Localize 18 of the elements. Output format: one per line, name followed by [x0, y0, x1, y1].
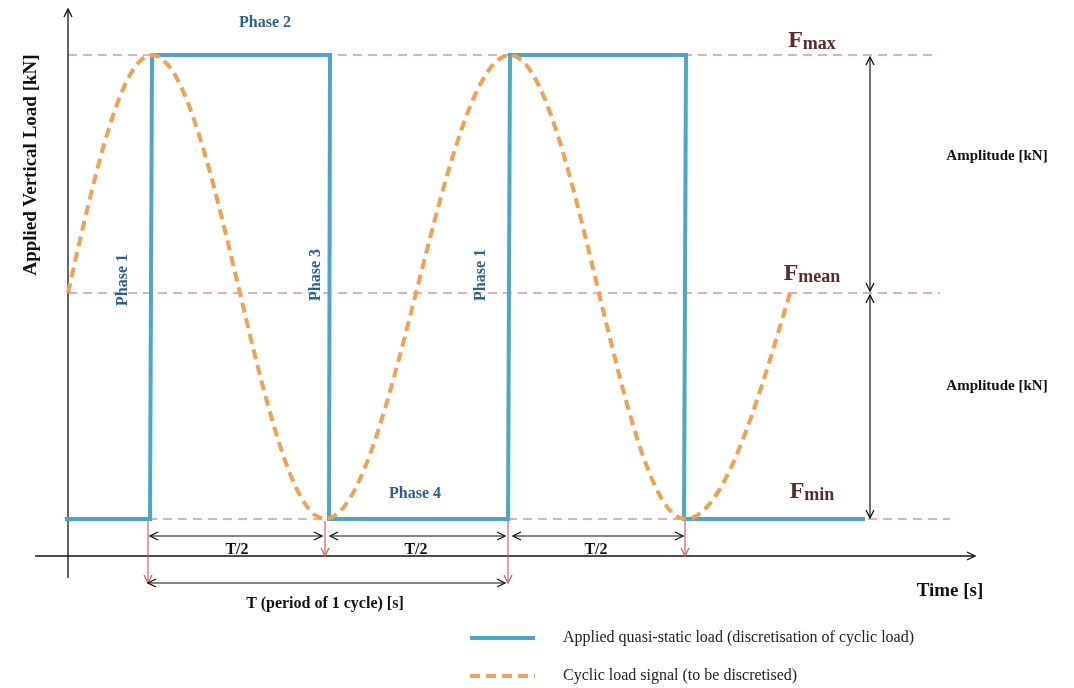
axis-title: Applied Vertical Load [kN]: [19, 54, 41, 276]
dimension-label: T/2: [584, 540, 608, 558]
phase-label: Phase 1: [113, 254, 131, 306]
level-label: F$_{max}$: [788, 25, 836, 55]
level-label: F$_{mean}$: [783, 258, 841, 288]
legend-text: Applied quasi-static load (discretisation of cyclic load): [563, 628, 914, 646]
axis-title: Time [s]: [916, 579, 984, 601]
amplitude-label: Amplitude [kN]: [946, 376, 1048, 394]
dimension-label: T (period of 1 cycle) [s]: [246, 594, 404, 612]
dimension-label: T/2: [225, 540, 249, 558]
phase-label: Phase 1: [471, 249, 489, 301]
amplitude-label: Amplitude [kN]: [946, 146, 1048, 164]
level-label: F$_{min}$: [789, 476, 835, 506]
legend-text: Cyclic load signal (to be discretised): [563, 666, 798, 684]
phase-label: Phase 3: [306, 249, 324, 301]
dimension-label: T/2: [404, 540, 428, 558]
phase-label: Phase 4: [389, 484, 441, 502]
phase-label: Phase 2: [239, 13, 291, 31]
